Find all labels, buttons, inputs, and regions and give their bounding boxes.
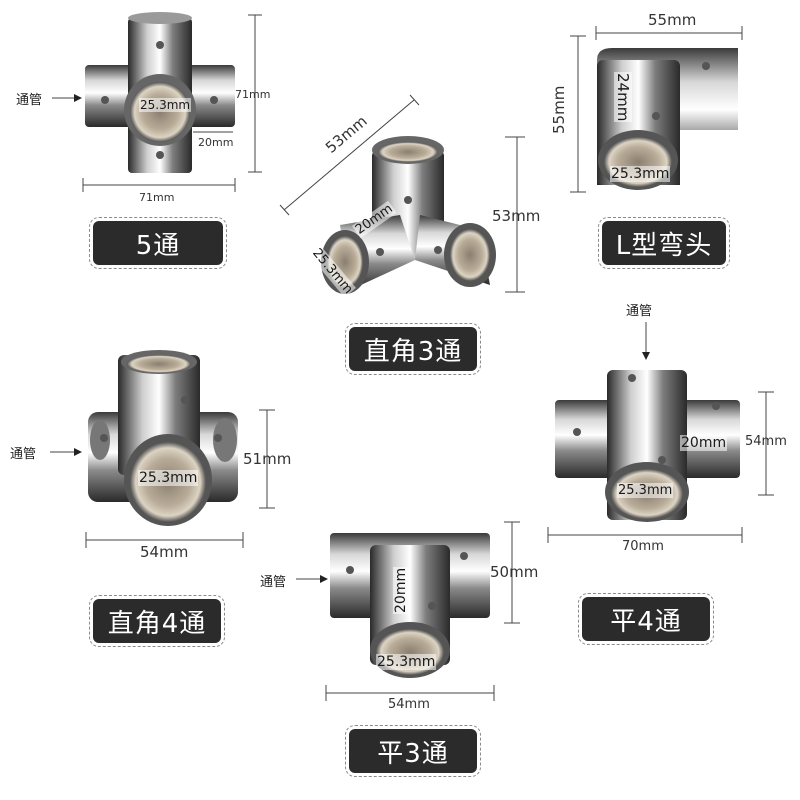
flat-3way-height: 50mm [490, 563, 539, 581]
l-elbow-width: 55mm [648, 11, 697, 29]
corner-4way-name: 直角4通 [89, 595, 225, 647]
five-way-arm: 20mm [198, 136, 234, 149]
l-elbow-height: 55mm [550, 85, 568, 134]
flat-4way-diameter: 25.3mm [617, 483, 674, 498]
five-way-height: 71mm [235, 88, 271, 101]
flat-3way-dimensions [296, 521, 520, 701]
five-way-diameter: 25.3mm [139, 98, 192, 112]
l-elbow-diameter: 25.3mm [610, 166, 671, 182]
five-way-name: 5通 [89, 217, 227, 269]
corner-3way-height: 53mm [492, 207, 541, 225]
flat-3way-diameter: 25.3mm [376, 654, 437, 670]
flat-3way-pipe-label: 通管 [260, 575, 287, 590]
l-elbow-arm: 24mm [614, 72, 632, 123]
flat-4way-pipe-label: 通管 [626, 304, 653, 319]
l-elbow-name: L型弯头 [598, 217, 730, 269]
corner-4way-dimensions [50, 409, 275, 548]
five-way-dimensions [52, 14, 262, 192]
corner-4way-fitting [88, 350, 238, 526]
flat-3way-arm: 20mm [393, 566, 409, 614]
corner-4way-width: 54mm [140, 543, 189, 561]
l-elbow-dimensions [570, 26, 743, 193]
corner-3way-fitting [321, 136, 496, 294]
corner-4way-height: 51mm [243, 450, 292, 468]
flat-4way-dimensions [547, 322, 774, 543]
corner-3way-name: 直角3通 [345, 323, 481, 375]
flat-3way-width: 54mm [388, 697, 430, 712]
flat-3way-name: 平3通 [345, 725, 481, 777]
flat-4way-arm: 20mm [680, 435, 728, 451]
five-way-fitting [85, 12, 235, 173]
flat-4way-width: 70mm [622, 539, 664, 554]
five-way-width: 71mm [139, 191, 175, 204]
five-way-pipe-label: 通管 [16, 93, 43, 108]
corner-4way-pipe-label: 通管 [10, 447, 37, 462]
flat-4way-name: 平4通 [578, 593, 714, 645]
flat-4way-height: 54mm [745, 434, 787, 449]
corner-3way-dimensions [279, 94, 525, 293]
corner-4way-diameter: 25.3mm [138, 470, 199, 486]
